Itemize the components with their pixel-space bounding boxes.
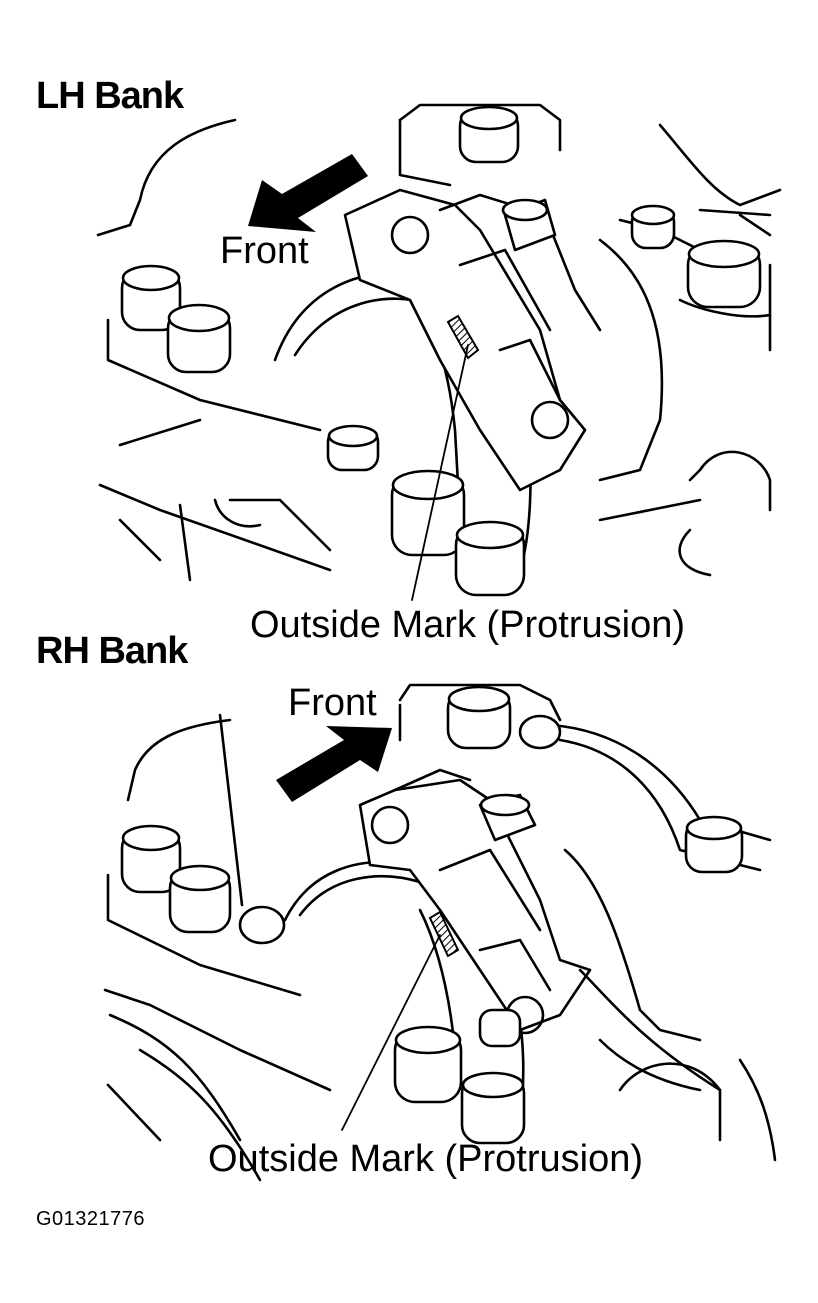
lh-bank-panel: LH Bank Front Outside Mark (Protrusion): [0, 0, 818, 646]
lh-bank-drawing: [96, 103, 782, 601]
rh-front-label: Front: [288, 682, 377, 724]
rh-bank-drawing: [103, 683, 777, 1182]
figure-code: G01321776: [36, 1208, 146, 1230]
lh-callout-leader: [411, 344, 469, 601]
lh-front-arrow-icon: [248, 154, 368, 232]
rh-outside-mark-label: Outside Mark (Protrusion): [208, 1138, 644, 1180]
lh-bank-title: LH Bank: [36, 75, 184, 117]
lh-front-label: Front: [220, 230, 309, 272]
rh-callout-leader: [341, 934, 441, 1131]
rh-outside-mark-hatch-icon: [428, 910, 460, 958]
rh-right-bolts: [393, 685, 744, 1145]
rh-left-bolts: [120, 824, 286, 945]
rh-front-arrow-icon: [276, 726, 392, 802]
lh-right-bolts: [326, 105, 762, 597]
lh-left-bolts: [120, 264, 232, 374]
lh-outside-mark-hatch-icon: [446, 314, 480, 360]
lh-outside-mark-label: Outside Mark (Protrusion): [250, 604, 686, 646]
rh-bank-panel: RH Bank Front Outside Mark (Protrusion): [0, 620, 818, 1220]
rh-bank-title: RH Bank: [36, 630, 188, 672]
